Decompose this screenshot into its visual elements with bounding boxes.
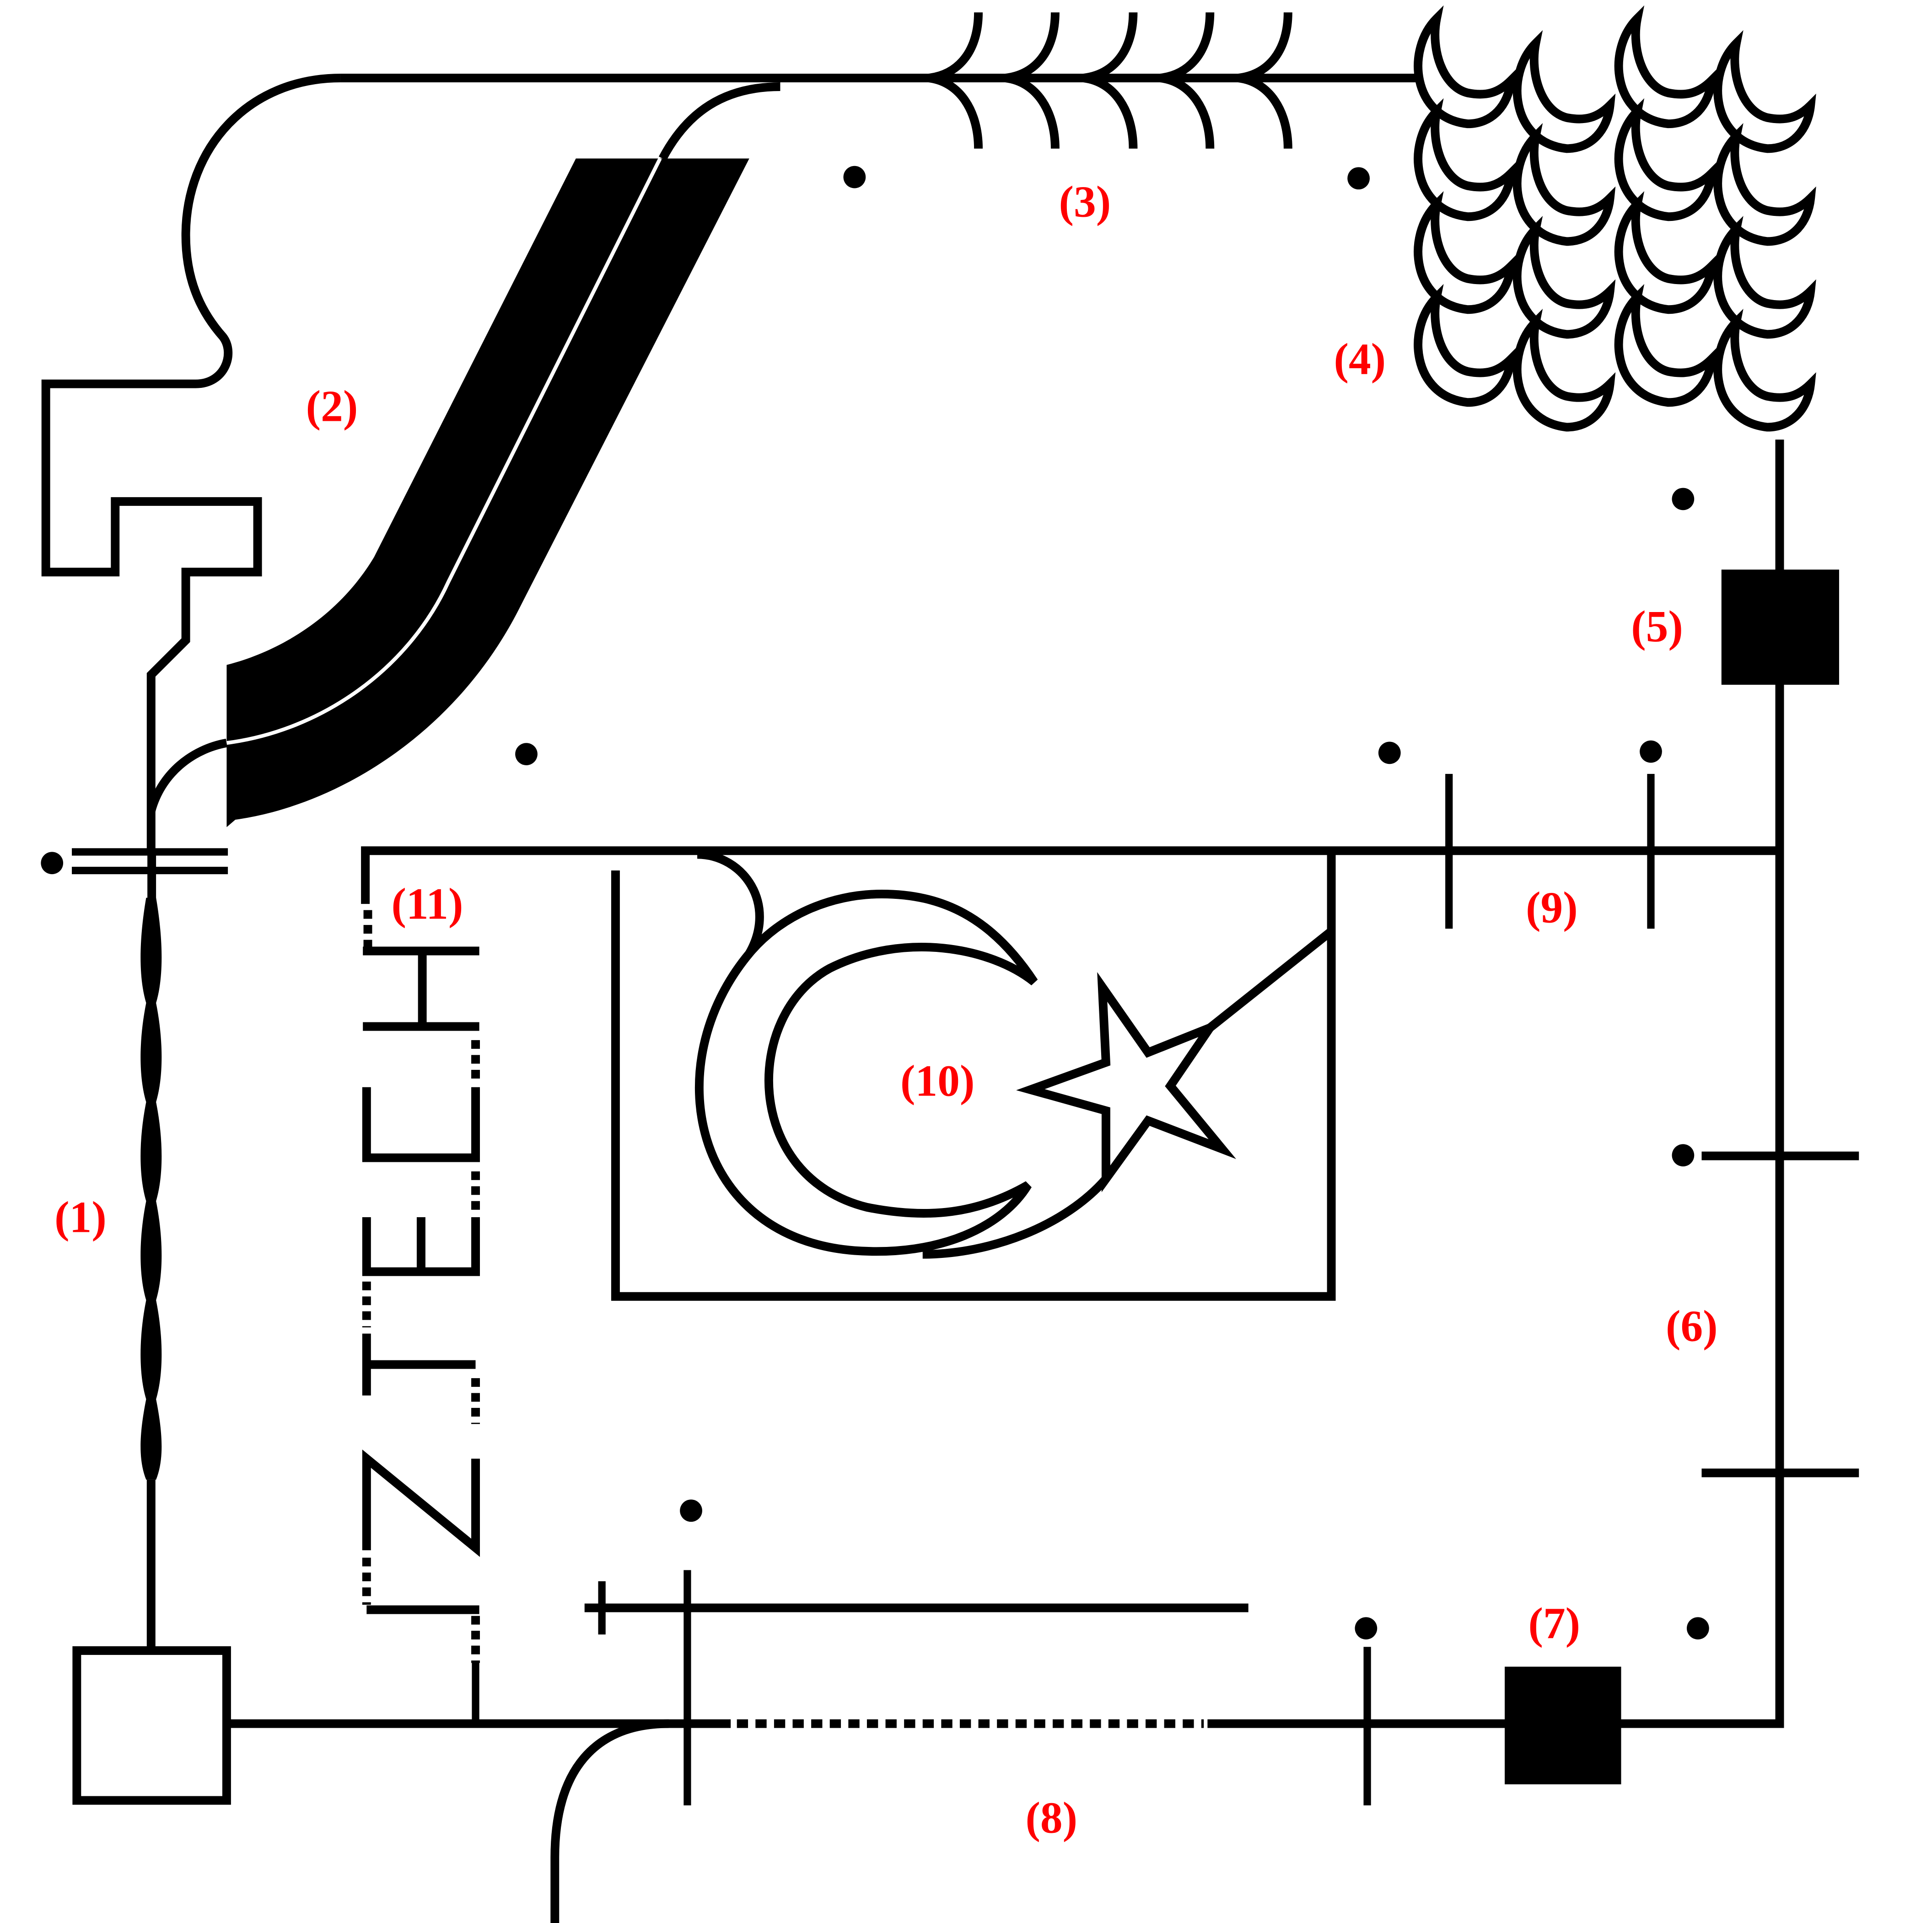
crescent-scale	[1614, 5, 1717, 129]
section-5-square	[1721, 569, 1839, 685]
letter-Z	[362, 1449, 480, 1557]
vertical-tick	[683, 1570, 691, 1805]
bottom-track-line-right	[1207, 439, 1784, 1728]
crescent-scale	[1713, 123, 1816, 246]
section-6-crossbars	[1672, 1144, 1859, 1477]
crossbar-stem	[147, 854, 156, 904]
fishbone-arc	[1160, 12, 1215, 149]
label-1: (1)	[54, 1192, 107, 1242]
inner-top-arc	[658, 82, 780, 161]
label-10: (10)	[900, 1057, 974, 1106]
marker-dot	[1672, 488, 1695, 510]
crescent-scale	[1512, 30, 1616, 153]
crossbar-upper	[72, 848, 228, 856]
section-3-fishbone	[928, 12, 1292, 149]
section-10-flag	[611, 850, 1336, 1301]
label-7: (7)	[1528, 1599, 1581, 1648]
thick-band	[226, 158, 749, 827]
left-arc-to-band	[147, 738, 228, 812]
marker-dot	[843, 166, 866, 188]
inner-horizontal-line	[361, 846, 1780, 904]
crossbar-top	[1701, 1151, 1859, 1160]
horizontal-bar	[584, 1603, 1249, 1612]
star	[1016, 972, 1236, 1192]
letter-connector	[472, 1663, 479, 1724]
label-2: (2)	[306, 381, 358, 431]
marker-dot	[41, 852, 64, 875]
section-1-wavy	[41, 848, 228, 1480]
fishbone-arc	[1083, 12, 1138, 149]
section-9-crossbars	[1378, 740, 1662, 929]
marker-dot	[1640, 740, 1662, 763]
flag-box	[611, 850, 1336, 1301]
marker-dot	[1672, 1144, 1695, 1167]
letter-T	[362, 1333, 476, 1396]
marker-dot	[515, 743, 538, 765]
crescent-scale	[1414, 191, 1517, 314]
vertical-tick	[1647, 773, 1655, 929]
section-11-lettering	[362, 910, 480, 1724]
label-11: (11)	[391, 880, 463, 929]
crescent-scale	[1614, 98, 1717, 221]
crescent-outer	[694, 889, 1038, 1256]
wavy-line	[140, 897, 162, 1480]
label-5: (5)	[1631, 602, 1683, 651]
crescent-scale	[1414, 284, 1517, 407]
vertical-tick	[1363, 1647, 1371, 1805]
marker-dot	[680, 1499, 702, 1522]
section-4-scales	[1414, 5, 1816, 432]
label-8: (8)	[1025, 1793, 1077, 1842]
crossbar-bottom	[1701, 1468, 1859, 1477]
fishbone-arc	[928, 12, 983, 149]
start-box	[72, 1646, 231, 1805]
marker-dot	[1686, 1617, 1709, 1640]
crescent-scale	[1713, 308, 1816, 432]
section-labels: (1) (2) (3) (4) (5) (6) (7) (8) (9) (10)…	[54, 177, 1717, 1843]
flag-entry-arc	[697, 850, 764, 956]
label-6: (6)	[1666, 1302, 1718, 1351]
star-connector	[1207, 928, 1334, 1031]
label-4: (4)	[1334, 335, 1386, 384]
top-left-bulge	[41, 74, 341, 854]
crescent-scale	[1614, 284, 1717, 407]
letter-E	[362, 1217, 480, 1276]
section-7-square	[1505, 1666, 1621, 1784]
short-tick	[598, 1581, 606, 1635]
label-3: (3)	[1059, 177, 1111, 227]
vertical-tick	[1445, 773, 1453, 929]
section-8-dashed	[584, 1499, 1709, 1805]
crescent-scale	[1512, 215, 1616, 339]
crescent-scale	[1512, 308, 1616, 432]
marker-dot	[1355, 1617, 1378, 1640]
marker-dot	[1347, 167, 1370, 190]
fishbone-arc	[1005, 12, 1060, 149]
section-2-band	[226, 157, 749, 827]
crescent-scale	[1713, 215, 1816, 339]
crescent-scale	[1414, 5, 1517, 129]
bottom-exit-curve	[550, 1719, 669, 1923]
crescent-inner-arc	[922, 1176, 1109, 1259]
band-inner-white-line	[226, 157, 662, 745]
label-9: (9)	[1526, 883, 1578, 933]
fishbone-arc	[1238, 12, 1292, 149]
letter-H	[363, 946, 479, 1031]
crescent-scale	[1713, 30, 1816, 153]
crescent-scale	[1414, 98, 1517, 221]
marker-dot	[1378, 741, 1401, 764]
letter-C	[362, 1087, 480, 1162]
crescent-scale	[1512, 123, 1616, 246]
crescent-scale	[1614, 191, 1717, 314]
